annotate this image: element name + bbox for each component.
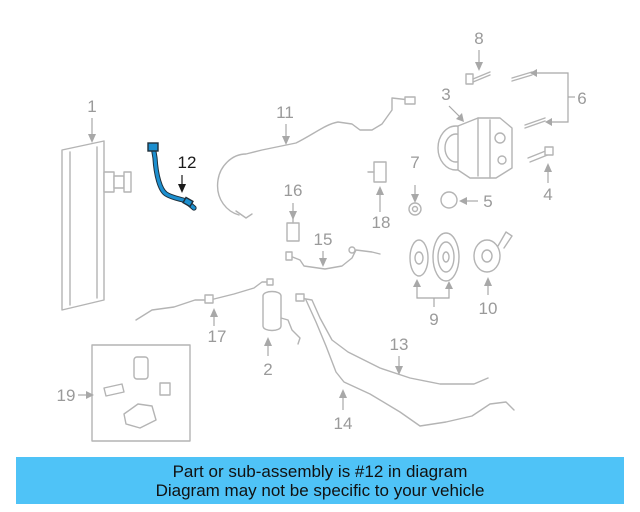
callout-12: 12 [178,153,197,193]
callout-14: 14 [334,389,353,433]
part-13-liquid-line [295,293,489,385]
callout-2: 2 [263,337,273,379]
svg-text:5: 5 [483,192,492,211]
callout-13: 13 [390,335,409,375]
part-14-liquid-line [305,299,515,427]
callout-16: 16 [284,181,303,220]
svg-text:13: 13 [390,335,409,354]
part-6-studs [511,71,546,129]
callout-19: 19 [57,386,94,405]
part-5-o-ring [440,191,458,209]
svg-text:16: 16 [284,181,303,200]
svg-text:1: 1 [87,97,96,116]
part-19-seal-kit [91,344,191,442]
part-18-switch [367,161,387,183]
part-10-clutch-coil [473,231,513,273]
svg-text:8: 8 [474,29,483,48]
svg-text:3: 3 [441,85,450,104]
part-16-sensor [286,217,300,242]
callout-10: 10 [479,277,498,318]
part-15-tube [285,246,381,270]
part-11-discharge-line [216,96,416,219]
part-8-bolt [465,71,491,85]
svg-text:12: 12 [178,153,197,172]
callout-7: 7 [410,153,420,203]
svg-text:15: 15 [314,230,333,249]
callout-17: 17 [208,308,227,346]
callout-15: 15 [314,230,333,267]
svg-text:18: 18 [372,213,391,232]
part-2-accumulator [262,290,301,345]
callout-18: 18 [372,186,391,232]
callout-11: 11 [276,103,294,145]
svg-text:9: 9 [429,310,438,329]
part-7-plug [408,202,422,216]
part-9-clutch-pulleys [409,232,460,282]
svg-text:4: 4 [543,185,552,204]
svg-text:17: 17 [208,327,227,346]
callout-9: 9 [413,279,453,329]
callout-3: 3 [441,85,464,122]
banner-line-1: Part or sub-assembly is #12 in diagram [172,461,468,481]
banner-line-2: Diagram may not be specific to your vehi… [155,480,485,500]
callout-6: 6 [530,69,587,126]
svg-text:10: 10 [479,299,498,318]
part-4-valve [527,146,554,163]
part-12-ac-hose-highlighted[interactable] [147,142,197,211]
svg-text:2: 2 [263,360,272,379]
parts-diagram: 1 12 11 3 [57,29,587,442]
info-banner: Part or sub-assembly is #12 in diagram D… [16,457,624,504]
svg-text:7: 7 [410,153,419,172]
part-3-compressor [437,117,513,179]
callout-8: 8 [474,29,484,71]
part-1-condenser [61,140,132,311]
callout-4: 4 [543,163,553,204]
svg-text:14: 14 [334,414,353,433]
svg-text:6: 6 [577,89,586,108]
callout-1: 1 [87,97,97,143]
svg-text:11: 11 [276,103,294,122]
part-17-suction-line [135,278,274,321]
callout-5: 5 [459,192,493,211]
svg-text:19: 19 [57,386,76,405]
